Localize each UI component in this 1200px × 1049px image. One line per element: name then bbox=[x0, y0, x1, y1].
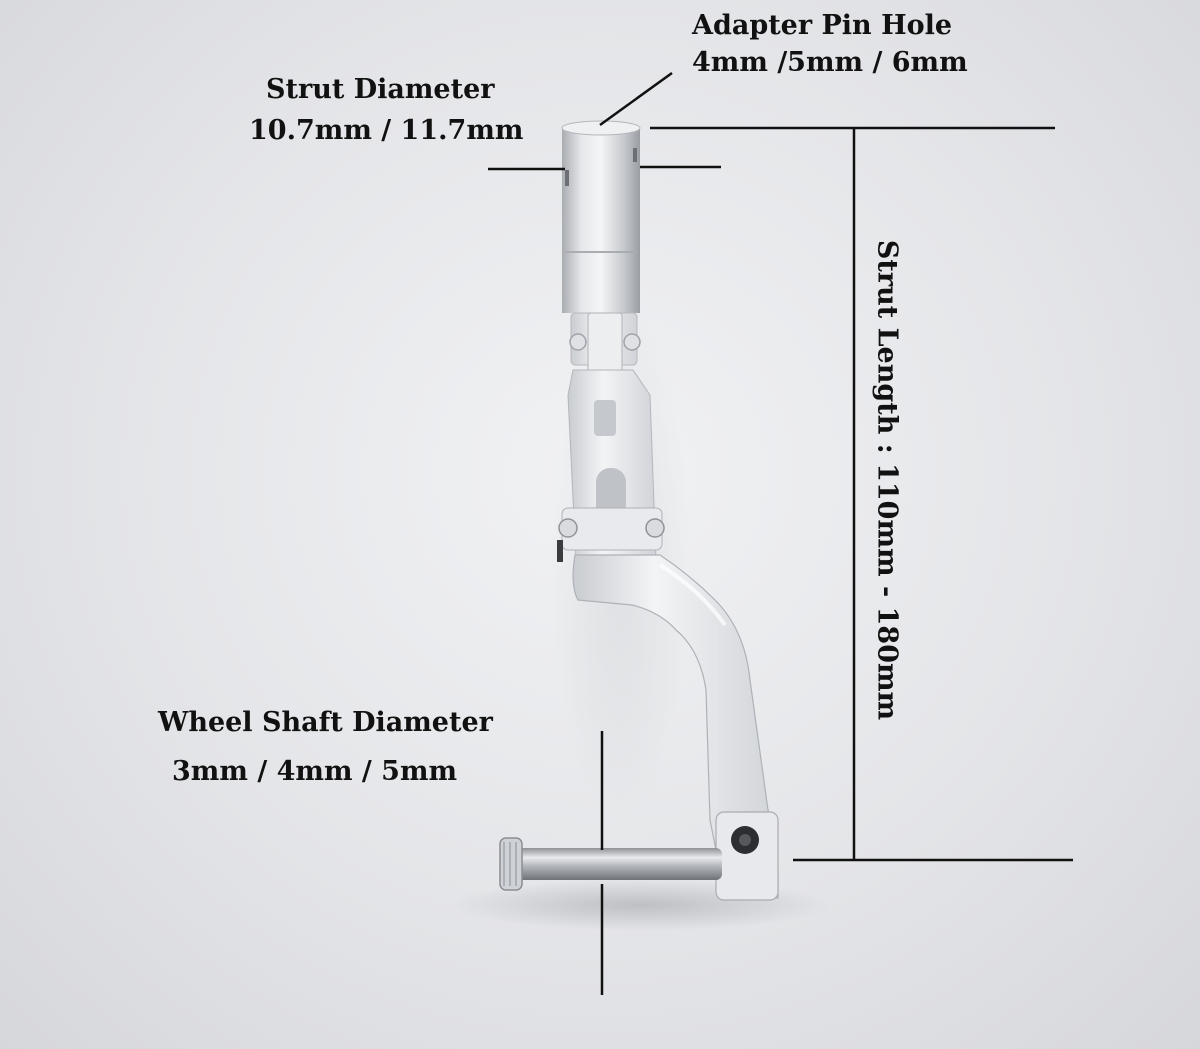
strut-length-label: Strut Length : 110mm - 180mm bbox=[871, 239, 903, 721]
wheel-shaft bbox=[499, 837, 722, 891]
strut-diameter-values: 10.7mm / 11.7mm bbox=[249, 115, 524, 146]
strut-diameter-title: Strut Diameter bbox=[266, 74, 495, 105]
strut-cylinder bbox=[561, 120, 641, 313]
adapter-pointer-line bbox=[599, 71, 673, 127]
dimension-lines bbox=[488, 71, 1073, 995]
adapter-pin-hole-title: Adapter Pin Hole bbox=[692, 10, 953, 41]
lower-arm bbox=[572, 554, 779, 901]
wheel-shaft-diameter-values: 3mm / 4mm / 5mm bbox=[172, 756, 458, 787]
adapter-pin-hole-values: 4mm /5mm / 6mm bbox=[692, 47, 968, 78]
hinge-block bbox=[557, 312, 665, 562]
wheel-shaft-diameter-title: Wheel Shaft Diameter bbox=[158, 707, 493, 738]
